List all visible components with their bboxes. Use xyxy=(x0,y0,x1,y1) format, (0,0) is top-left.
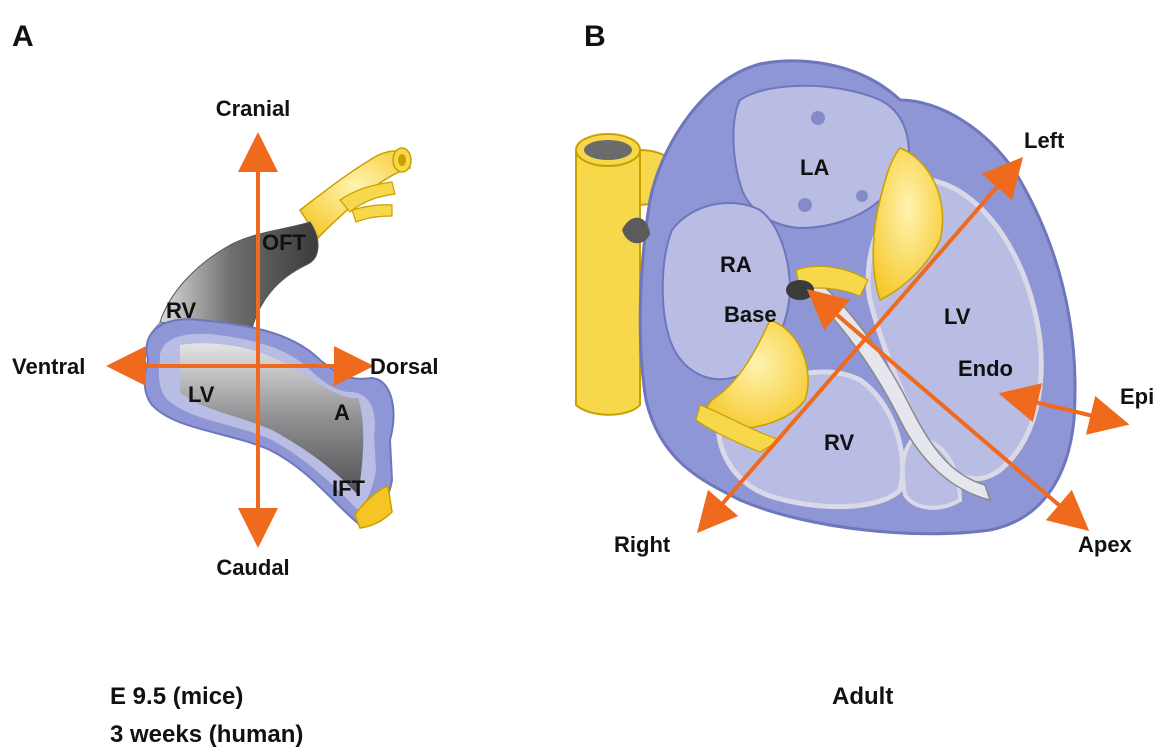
base-label: Base xyxy=(724,302,777,327)
epi-label: Epi xyxy=(1120,384,1154,409)
right-label: Right xyxy=(614,532,671,557)
caption-a-line1: E 9.5 (mice) xyxy=(110,683,243,710)
outflow-lumen xyxy=(398,154,406,166)
apex-label: Apex xyxy=(1078,532,1133,557)
endo-label: Endo xyxy=(958,356,1013,381)
atrium-label: A xyxy=(334,400,350,425)
cranial-label: Cranial xyxy=(216,96,291,121)
rv-label-b: RV xyxy=(824,430,854,455)
caudal-label: Caudal xyxy=(216,555,289,580)
panel-b-letter: B xyxy=(584,20,606,53)
left-label: Left xyxy=(1024,128,1065,153)
great-vessel-lumen xyxy=(584,140,632,160)
outflow-branch-lower xyxy=(352,205,392,222)
ra-label: RA xyxy=(720,252,752,277)
caption-b: Adult xyxy=(832,683,893,710)
rv-label-a: RV xyxy=(166,298,196,323)
adult-heart xyxy=(576,61,1075,534)
la-label: LA xyxy=(800,155,829,180)
lv-label-a: LV xyxy=(188,382,215,407)
oft-label: OFT xyxy=(262,230,307,255)
ventral-label: Ventral xyxy=(12,354,85,379)
panel-b: B xyxy=(576,20,1154,710)
ift-label: IFT xyxy=(332,476,366,501)
great-vessel xyxy=(576,150,640,415)
caption-a-line2: 3 weeks (human) xyxy=(110,721,303,748)
aortic-root-opening xyxy=(786,280,814,300)
panel-a: A Cranial Caudal Ventral Dorsal xyxy=(12,20,438,748)
dorsal-label: Dorsal xyxy=(370,354,438,379)
embryonic-heart-tube xyxy=(145,148,411,528)
lv-label-b: LV xyxy=(944,304,971,329)
panel-a-letter: A xyxy=(12,20,34,53)
